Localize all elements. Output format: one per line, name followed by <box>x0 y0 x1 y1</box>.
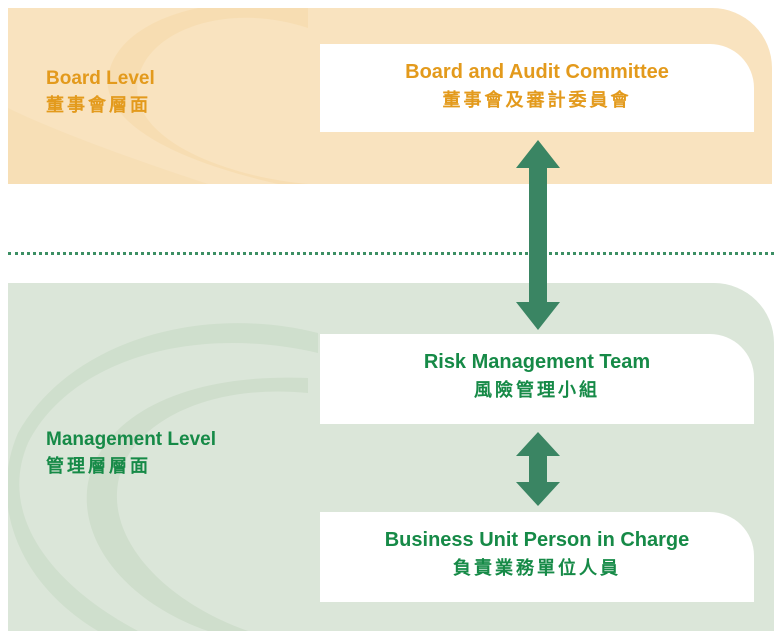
board-audit-committee-title-zh: 董事會及審計委員會 <box>442 90 632 110</box>
board-level-label: Board Level 董事會層面 <box>46 66 155 118</box>
business-unit-title-en: Business Unit Person in Charge <box>384 529 690 551</box>
board-audit-committee-box: Board and Audit Committee 董事會及審計委員會 <box>320 44 754 132</box>
risk-business-unit-double-arrow <box>516 432 560 506</box>
management-level-label-en: Management Level <box>46 429 216 450</box>
business-unit-title-zh: 負責業務單位人員 <box>453 558 621 578</box>
business-unit-box: Business Unit Person in Charge 負責業務單位人員 <box>320 512 754 602</box>
board-audit-committee-title-en: Board and Audit Committee <box>405 61 669 83</box>
management-level-label-zh: 管理層層面 <box>46 456 151 476</box>
management-level-label: Management Level 管理層層面 <box>46 427 216 479</box>
board-risk-double-arrow <box>516 140 560 330</box>
level-divider-dotted-line <box>8 252 774 255</box>
board-level-label-en: Board Level <box>46 68 155 89</box>
risk-management-team-title-en: Risk Management Team <box>423 351 651 373</box>
risk-management-team-title-zh: 風險管理小組 <box>474 380 600 400</box>
risk-management-team-box: Risk Management Team 風險管理小組 <box>320 334 754 424</box>
board-level-label-zh: 董事會層面 <box>46 95 151 115</box>
